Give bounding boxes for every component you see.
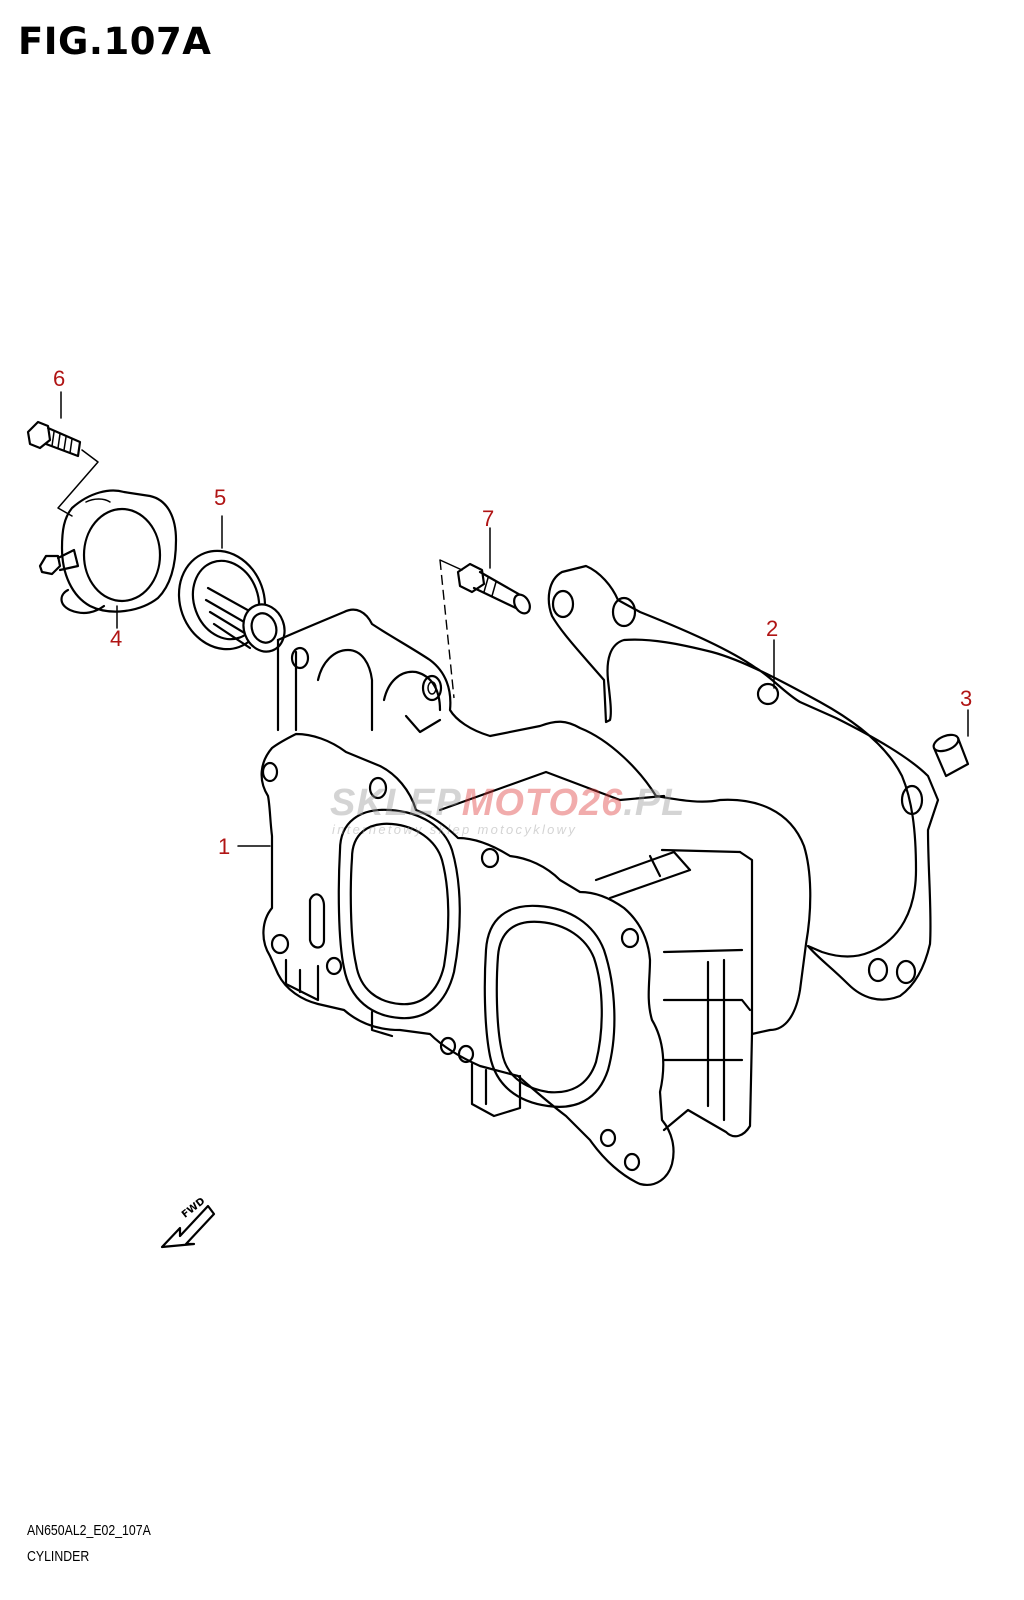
figure-title: FIG.107A	[18, 20, 212, 63]
part-3-dowel-pin[interactable]	[931, 732, 970, 778]
callout-7[interactable]: 7	[482, 506, 495, 531]
watermark-part-26: 26	[579, 782, 624, 824]
callout-1[interactable]: 1	[218, 834, 231, 859]
part-1-cylinder-block[interactable]	[260, 608, 812, 1186]
watermark: SKLEPMOTO26.PL internetowy sklep motocyk…	[330, 782, 710, 842]
callout-6[interactable]: 6	[53, 366, 66, 391]
callout-2[interactable]: 2	[766, 616, 779, 641]
diagram-code: AN650AL2_E02_107A	[27, 1522, 151, 1539]
callout-5[interactable]: 5	[214, 485, 227, 510]
watermark-tagline: internetowy sklep motocyklowy	[332, 822, 578, 837]
leader-6-to-4	[57, 449, 99, 517]
part-4-thermostat-cover[interactable]	[38, 489, 178, 615]
watermark-part-moto: MOTO	[461, 782, 579, 824]
part-6-bolt[interactable]	[26, 420, 82, 458]
part-7-fitting[interactable]	[456, 562, 533, 616]
watermark-part-pl: .PL	[623, 782, 686, 824]
leader-7-dashed	[439, 559, 455, 699]
leader-7-tick	[439, 559, 463, 571]
diagram-name: CYLINDER	[27, 1548, 90, 1565]
watermark-brand: SKLEPMOTO26.PL	[330, 782, 685, 825]
part-2-cylinder-gasket[interactable]	[547, 564, 940, 1001]
leader-lines	[60, 391, 969, 847]
callout-4[interactable]: 4	[110, 626, 123, 651]
fwd-arrow-icon	[160, 1204, 216, 1249]
callout-3[interactable]: 3	[960, 686, 973, 711]
watermark-part-sklep: SKLEP	[330, 782, 462, 824]
part-5-thermostat[interactable]	[165, 539, 291, 662]
